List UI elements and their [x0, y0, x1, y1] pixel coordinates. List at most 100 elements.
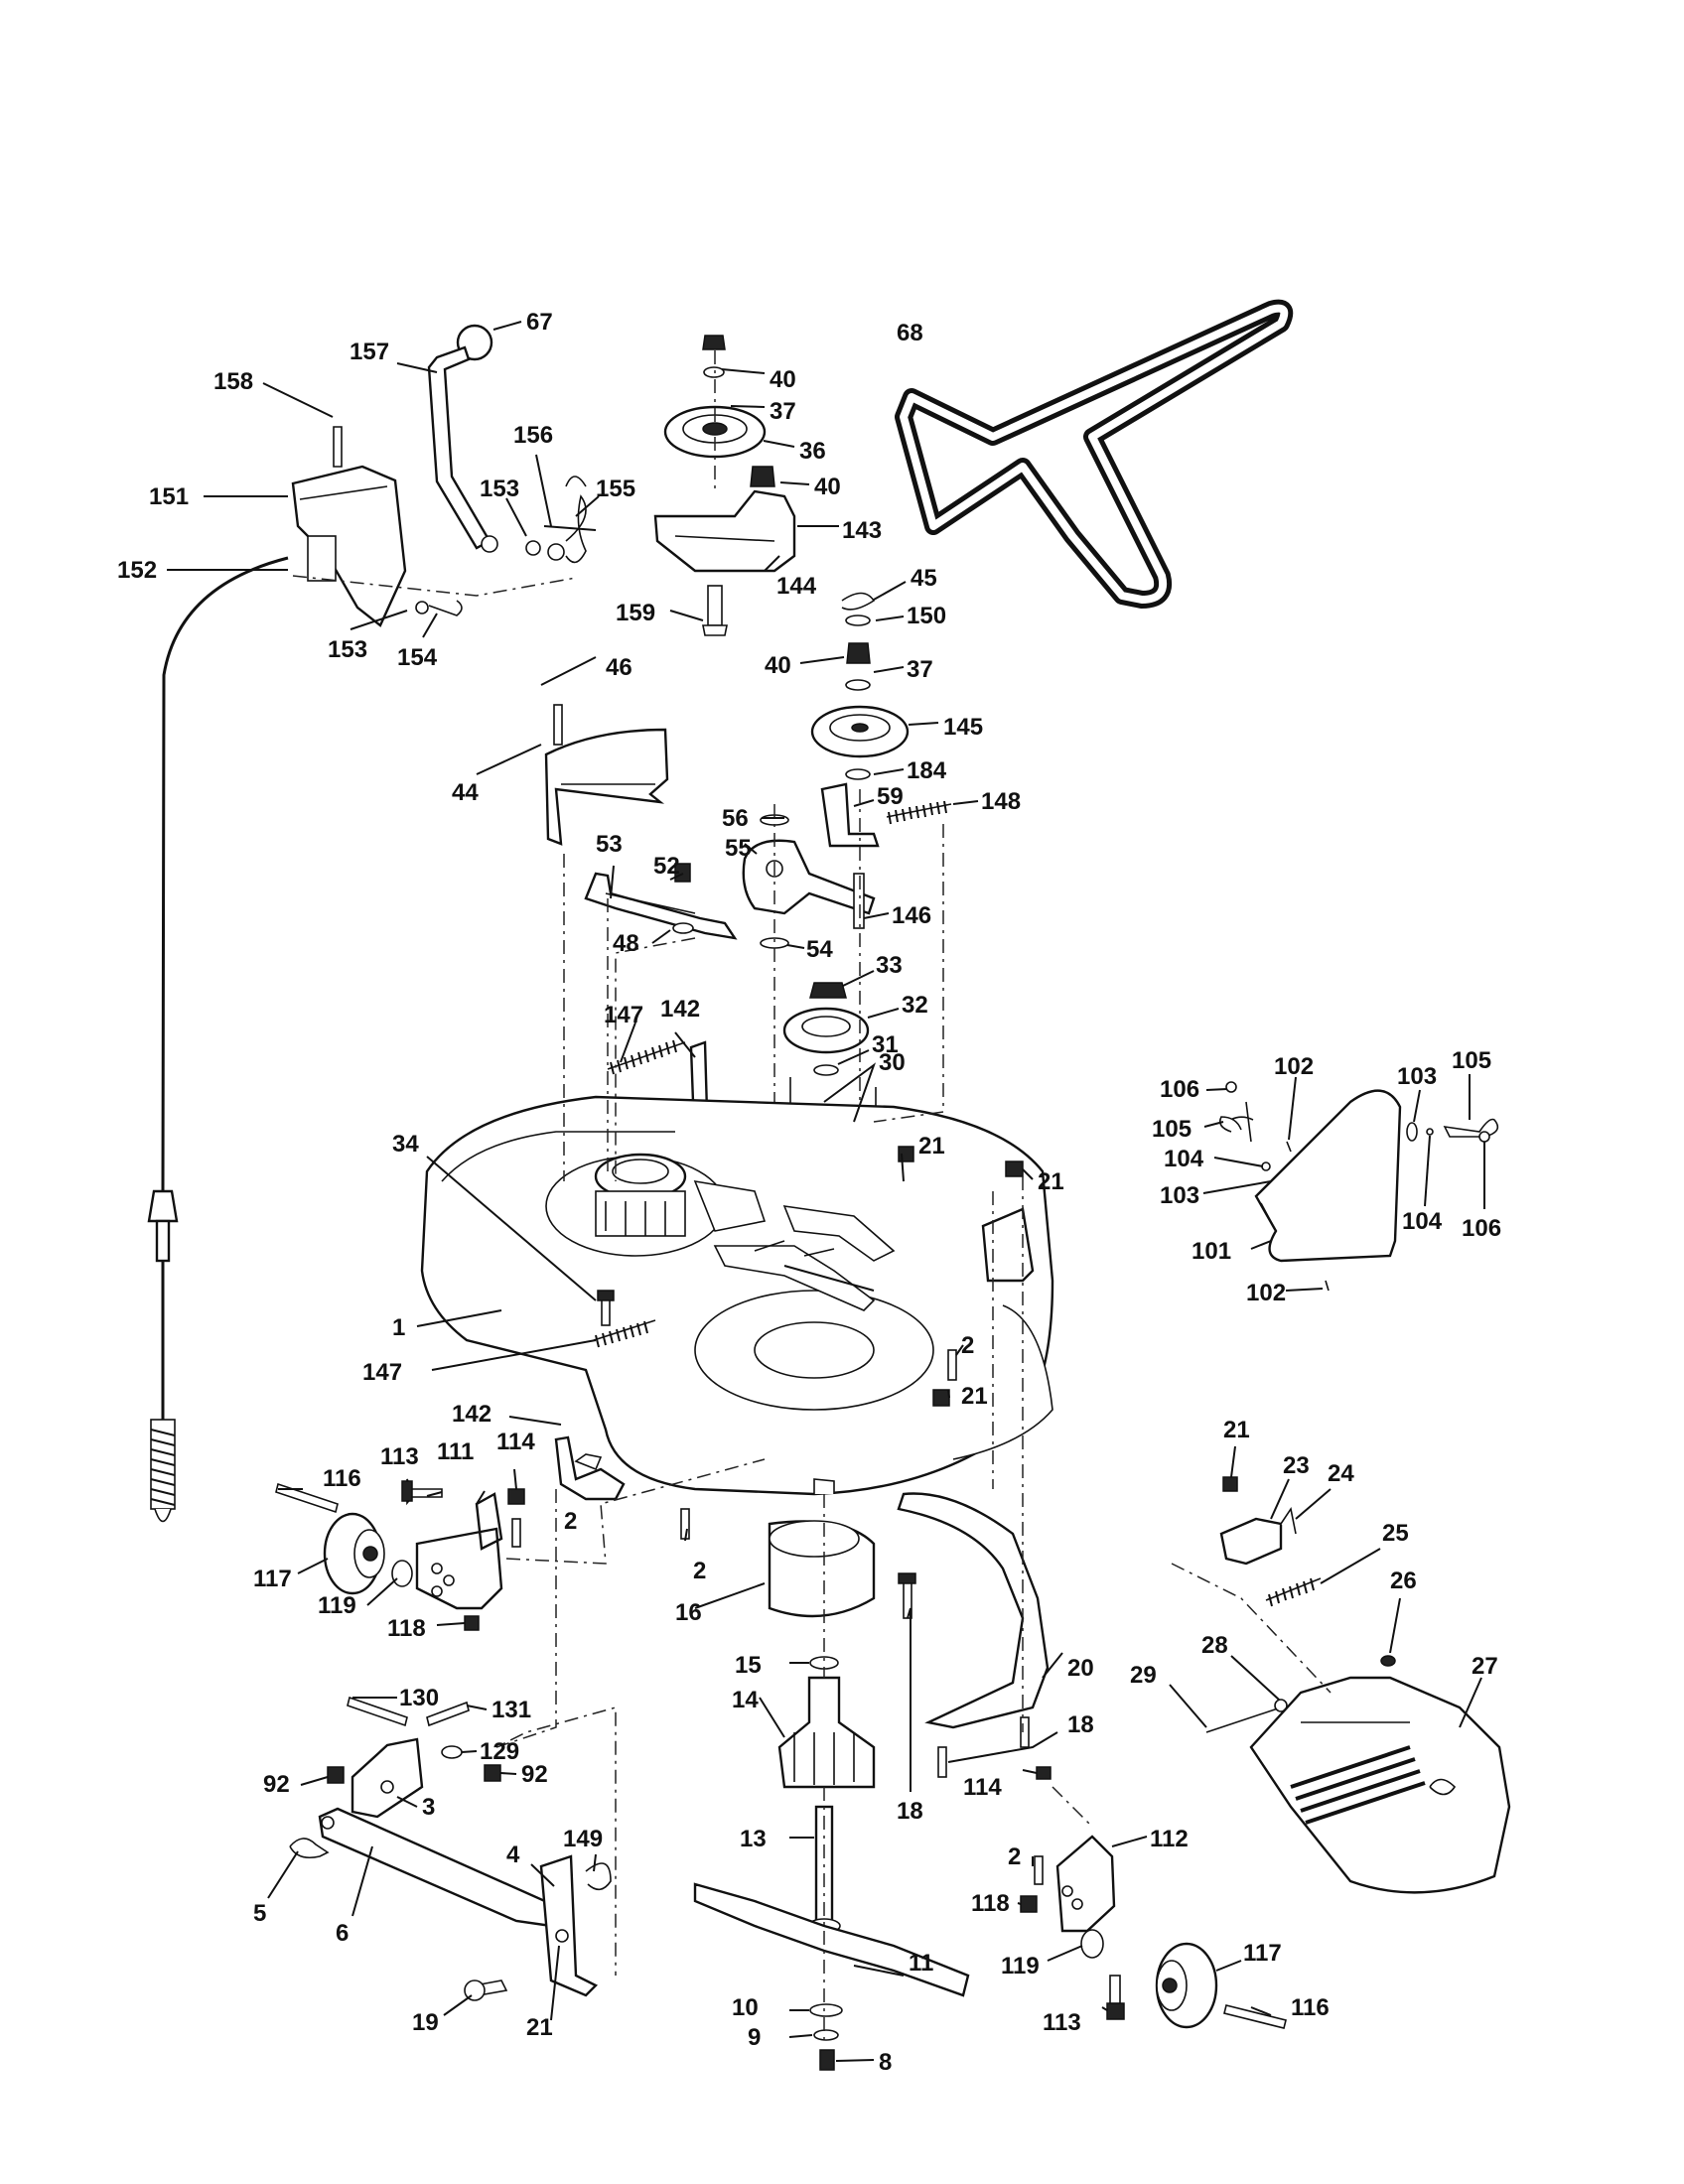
callout-145: 145: [943, 714, 983, 741]
right-front-bracket-assembly: [897, 1492, 1287, 2029]
callout-104-a: 104: [1164, 1146, 1204, 1172]
chute-101: [1254, 1089, 1402, 1263]
callout-40-b: 40: [814, 474, 841, 500]
callout-92-a: 92: [263, 1771, 290, 1798]
callout-37-a: 37: [770, 398, 796, 425]
pin-102-a: [1286, 1141, 1292, 1153]
callout-24: 24: [1328, 1460, 1354, 1487]
washer-119-b: [1080, 1929, 1104, 1959]
callout-159: 159: [616, 600, 655, 626]
nut-40-mid: [846, 642, 871, 664]
callout-143: 143: [842, 517, 882, 544]
callout-37-b: 37: [907, 656, 933, 683]
bolt-131: [426, 1701, 470, 1727]
callout-103-b: 103: [1397, 1063, 1437, 1090]
nut-40-top: [702, 335, 726, 350]
washer-129: [441, 1745, 463, 1759]
left-rear-wheel-bracket: [275, 1435, 690, 1631]
callout-148: 148: [981, 788, 1021, 815]
callout-16: 16: [675, 1599, 702, 1626]
nut-26: [1380, 1655, 1396, 1667]
callout-2-b: 2: [564, 1508, 577, 1535]
callout-152: 152: [117, 557, 157, 584]
lift-handle-assembly: [291, 324, 587, 627]
callout-68: 68: [897, 320, 923, 346]
callout-54: 54: [806, 936, 833, 963]
callout-53: 53: [596, 831, 623, 858]
callout-1: 1: [392, 1314, 405, 1341]
callout-28: 28: [1201, 1632, 1228, 1659]
callout-56: 56: [722, 805, 749, 832]
idler-arm-55: [742, 839, 876, 915]
callout-labels: 67 157 158 151 152 153 156 155 153 154 4…: [117, 309, 1501, 2076]
callout-21-b: 21: [1038, 1168, 1064, 1195]
nut-21-c: [932, 1389, 950, 1407]
nut-52: [674, 863, 691, 883]
callout-130: 130: [399, 1685, 439, 1711]
callout-116-a: 116: [323, 1465, 361, 1492]
callout-147-a: 147: [604, 1002, 643, 1028]
spring-104-b: [1426, 1128, 1434, 1136]
idler-bracket-143: [653, 489, 796, 573]
callout-31: 31: [872, 1031, 899, 1058]
idler-pulley-assembly-lower: [810, 592, 952, 848]
arm-142-lower: [554, 1435, 626, 1501]
discharge-chute-assembly: [1218, 1081, 1499, 1292]
callout-113-a: 113: [380, 1443, 419, 1470]
callout-119-a: 119: [318, 1592, 356, 1619]
callout-112: 112: [1150, 1826, 1189, 1852]
callout-21-c: 21: [961, 1383, 988, 1410]
bolt-2-right: [1034, 1855, 1044, 1885]
callout-116-b: 116: [1291, 1994, 1330, 2021]
callout-117-a: 117: [253, 1566, 292, 1592]
callout-48: 48: [613, 930, 639, 957]
callout-29: 29: [1130, 1662, 1157, 1689]
callout-33: 33: [876, 952, 903, 979]
alignment-lines: [292, 575, 1332, 1976]
callout-105-a: 105: [1152, 1116, 1192, 1143]
callout-102-a: 102: [1274, 1053, 1314, 1080]
callout-52: 52: [653, 853, 680, 880]
callout-21-d: 21: [1223, 1417, 1250, 1443]
bolt-8: [819, 2049, 835, 2071]
bolt-2-deck: [947, 1349, 957, 1381]
bolt-116-b: [1223, 2004, 1287, 2029]
rod-29: [1205, 1706, 1282, 1733]
callout-27: 27: [1472, 1653, 1498, 1680]
washer-9: [813, 2029, 839, 2041]
bracket-4: [539, 1854, 599, 1997]
callout-26: 26: [1390, 1568, 1417, 1594]
callout-9: 9: [748, 2024, 761, 2051]
nut-118-a: [464, 1615, 480, 1631]
deck-bracket-right: [981, 1207, 1035, 1283]
callout-10: 10: [732, 1994, 759, 2021]
callout-113-b: 113: [1043, 2009, 1081, 2036]
rod-105-b: [1443, 1118, 1499, 1138]
callout-150: 150: [907, 603, 946, 629]
washer-106-b: [1478, 1131, 1490, 1143]
washer-103-b: [1406, 1122, 1418, 1142]
nut-92-b: [484, 1764, 501, 1782]
drive-belt: [895, 299, 1294, 609]
bracket-112: [1055, 1835, 1116, 1933]
callout-2-c: 2: [693, 1558, 706, 1584]
callout-142-a: 142: [660, 996, 700, 1023]
nut-118-b: [1020, 1895, 1038, 1913]
nut-21-b: [1005, 1160, 1024, 1177]
bracket-59: [820, 782, 880, 848]
washer-10: [809, 2003, 843, 2017]
clip-149: [585, 1862, 612, 1891]
callout-20: 20: [1067, 1655, 1094, 1682]
callout-131: 131: [491, 1697, 531, 1723]
callout-156: 156: [513, 422, 553, 449]
bolt-18-c: [1020, 1716, 1030, 1748]
bracket-111: [415, 1492, 503, 1610]
callout-184: 184: [907, 757, 947, 784]
callout-149: 149: [563, 1826, 603, 1852]
callout-46: 46: [606, 654, 632, 681]
callout-151: 151: [149, 483, 189, 510]
callout-103-a: 103: [1160, 1182, 1199, 1209]
leader-lines: [167, 321, 1485, 2062]
callout-67: 67: [526, 309, 553, 336]
nut-114-a: [507, 1488, 525, 1505]
